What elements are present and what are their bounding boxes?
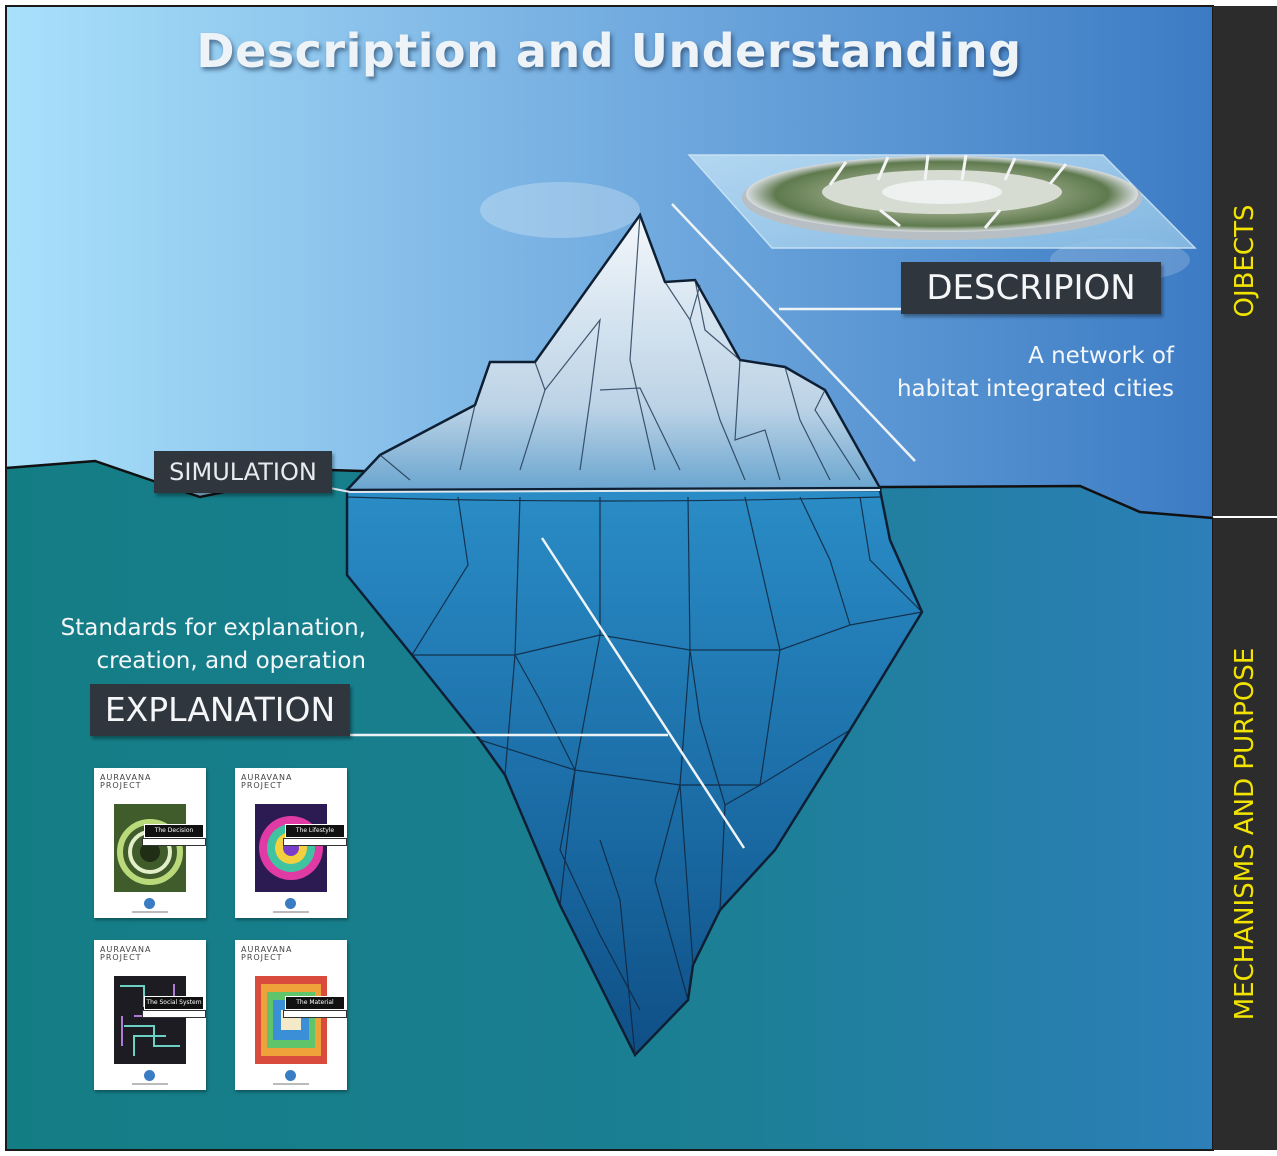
description-label: DESCRIPION	[901, 262, 1161, 314]
iceberg-facets	[346, 496, 923, 1056]
cover-brand: AURAVANA PROJECT	[100, 773, 152, 790]
cover-title: The Lifestyle System	[285, 824, 345, 846]
cover-footer	[132, 1083, 168, 1085]
mechanisms-side-label: MECHANISMS AND PURPOSE	[1230, 647, 1260, 1021]
book-cover-lifestyle-system: AURAVANA PROJECT The Lifestyle System	[235, 768, 347, 918]
book-cover-material-system: AURAVANA PROJECT The Material System	[235, 940, 347, 1090]
cover-subtitle-bar	[283, 838, 347, 846]
seal-icon	[285, 898, 296, 909]
mechanisms-side-bar: MECHANISMS AND PURPOSE	[1213, 518, 1277, 1150]
seal-icon	[285, 1070, 296, 1081]
cover-footer	[132, 911, 168, 913]
cloud	[480, 182, 640, 238]
iceberg-peak-facets	[379, 214, 861, 481]
simulation-waterline	[329, 487, 881, 494]
seal-icon	[144, 898, 155, 909]
seal-icon	[144, 1070, 155, 1081]
explanation-note: Standards for explanation, creation, and…	[20, 612, 366, 678]
mandala-art-icon	[255, 804, 327, 892]
cover-brand: AURAVANA PROJECT	[241, 773, 293, 790]
cover-subtitle-bar	[142, 838, 206, 846]
description-note: A network of habitat integrated cities	[860, 340, 1174, 406]
book-cover-decision-system: AURAVANA PROJECT The Decision System	[94, 768, 206, 918]
explanation-label: EXPLANATION	[90, 684, 350, 736]
cover-footer	[273, 1083, 309, 1085]
description-leader-line	[671, 203, 916, 462]
objects-side-label: OJBECTS	[1230, 204, 1260, 318]
explanation-note-line: Standards for explanation,	[60, 615, 366, 641]
cover-title: The Decision System	[144, 824, 204, 846]
cover-brand: AURAVANA PROJECT	[241, 945, 293, 962]
objects-side-bar: OJBECTS	[1213, 6, 1277, 516]
cover-title: The Material System	[285, 996, 345, 1018]
circuit-art-icon	[114, 976, 186, 1064]
description-note-line: habitat integrated cities	[896, 376, 1174, 402]
explanation-note-line: creation, and operation	[96, 648, 366, 674]
habitat-city-image	[742, 154, 1142, 240]
cover-footer	[273, 911, 309, 913]
iceberg-underwater	[345, 488, 924, 1058]
cover-subtitle-bar	[142, 1010, 206, 1018]
leader-lines	[350, 203, 916, 849]
book-cover-social-system: AURAVANA PROJECT The Social System	[94, 940, 206, 1090]
cover-subtitle-bar	[283, 1010, 347, 1018]
simulation-label: SIMULATION	[154, 451, 332, 493]
spiral-art-icon	[114, 804, 186, 892]
cover-title: The Social System	[144, 996, 204, 1010]
cover-brand: AURAVANA PROJECT	[100, 945, 152, 962]
diagram-title: Description and Understanding	[196, 24, 1022, 78]
explanation-leader-line	[540, 537, 746, 849]
description-note-line: A network of	[1028, 343, 1174, 369]
